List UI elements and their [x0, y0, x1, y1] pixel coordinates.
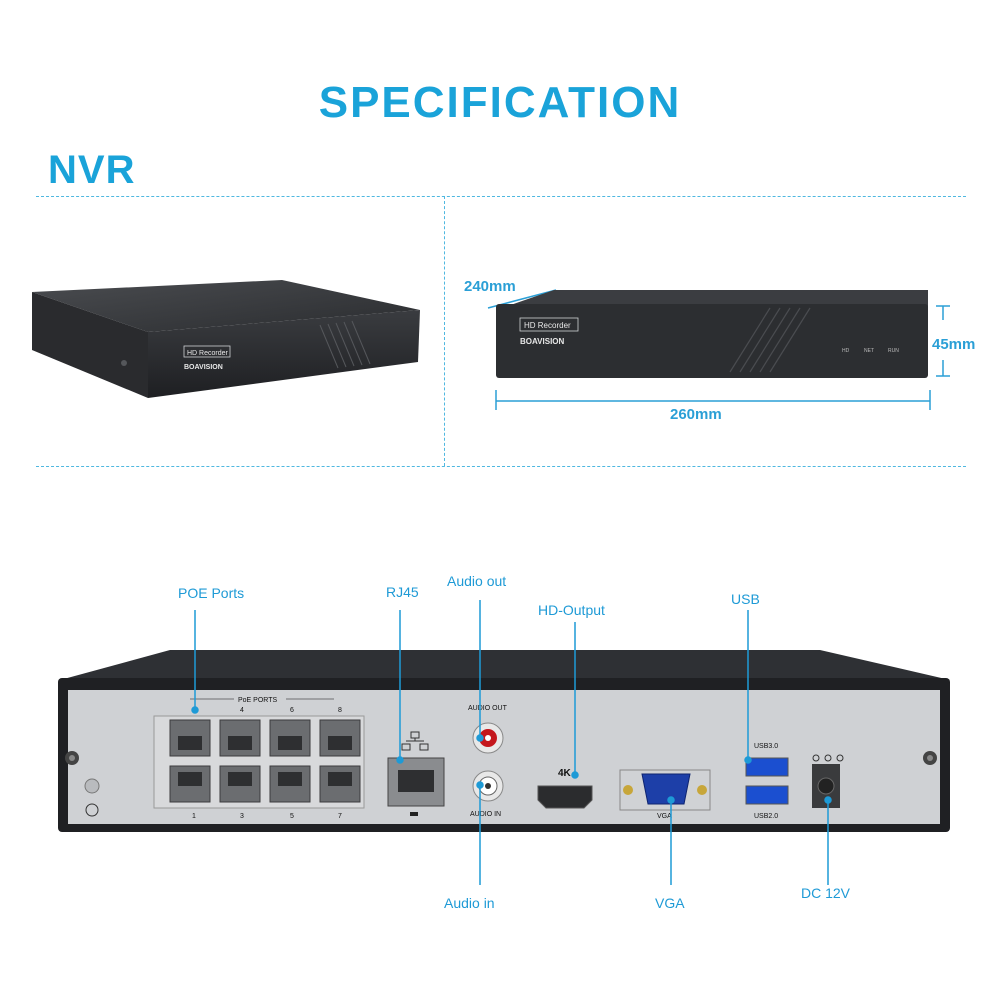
svg-text:8: 8 — [338, 707, 342, 714]
height-label: 45mm — [932, 336, 976, 353]
width-label: 260mm — [670, 406, 722, 423]
svg-text:VGA: VGA — [657, 813, 672, 820]
svg-text:3: 3 — [240, 813, 244, 820]
bottom-divider — [36, 466, 966, 467]
svg-text:NET: NET — [864, 348, 874, 354]
svg-text:4K: 4K — [558, 768, 572, 779]
top-divider — [36, 196, 966, 197]
section-title: NVR — [48, 148, 136, 192]
callout-lines — [191, 600, 832, 885]
front-badge: HD Recorder — [187, 350, 229, 357]
svg-text:6: 6 — [290, 707, 294, 714]
nvr-front-dimension-diagram: HD Recorder BOAVISION HD NET RUN — [487, 289, 950, 410]
svg-text:1: 1 — [192, 813, 196, 820]
svg-text:BOAVISION: BOAVISION — [520, 337, 565, 346]
page-title: SPECIFICATION — [318, 78, 682, 127]
svg-text:RUN: RUN — [888, 348, 899, 354]
rj45-callout: RJ45 — [386, 584, 419, 600]
svg-text:USB3.0: USB3.0 — [754, 743, 778, 750]
usb-callout: USB — [731, 591, 760, 607]
svg-text:5: 5 — [290, 813, 294, 820]
svg-text:HD: HD — [842, 348, 850, 354]
svg-text:AUDIO IN: AUDIO IN — [470, 811, 501, 818]
depth-label: 240mm — [464, 278, 516, 295]
svg-text:PoE PORTS: PoE PORTS — [238, 697, 277, 704]
svg-text:HD Recorder: HD Recorder — [524, 321, 571, 330]
nvr-rear-panel-image: PoE PORTS 2 4 6 8 1 3 5 7 AUDIO OUT AUDI… — [58, 650, 950, 832]
svg-text:AUDIO OUT: AUDIO OUT — [468, 705, 508, 712]
svg-text:USB2.0: USB2.0 — [754, 813, 778, 820]
audio-in-callout: Audio in — [444, 895, 495, 911]
vga-callout: VGA — [655, 895, 685, 911]
svg-text:4: 4 — [240, 707, 244, 714]
svg-text:7: 7 — [338, 813, 342, 820]
middle-divider — [444, 196, 445, 466]
front-brand: BOAVISION — [184, 364, 223, 371]
hd-output-callout: HD-Output — [538, 602, 605, 618]
poe-ports-callout: POE Ports — [178, 585, 245, 601]
nvr-perspective-image: HD Recorder BOAVISION — [32, 280, 420, 398]
audio-out-callout: Audio out — [447, 573, 507, 589]
dc-12v-callout: DC 12V — [801, 885, 851, 901]
